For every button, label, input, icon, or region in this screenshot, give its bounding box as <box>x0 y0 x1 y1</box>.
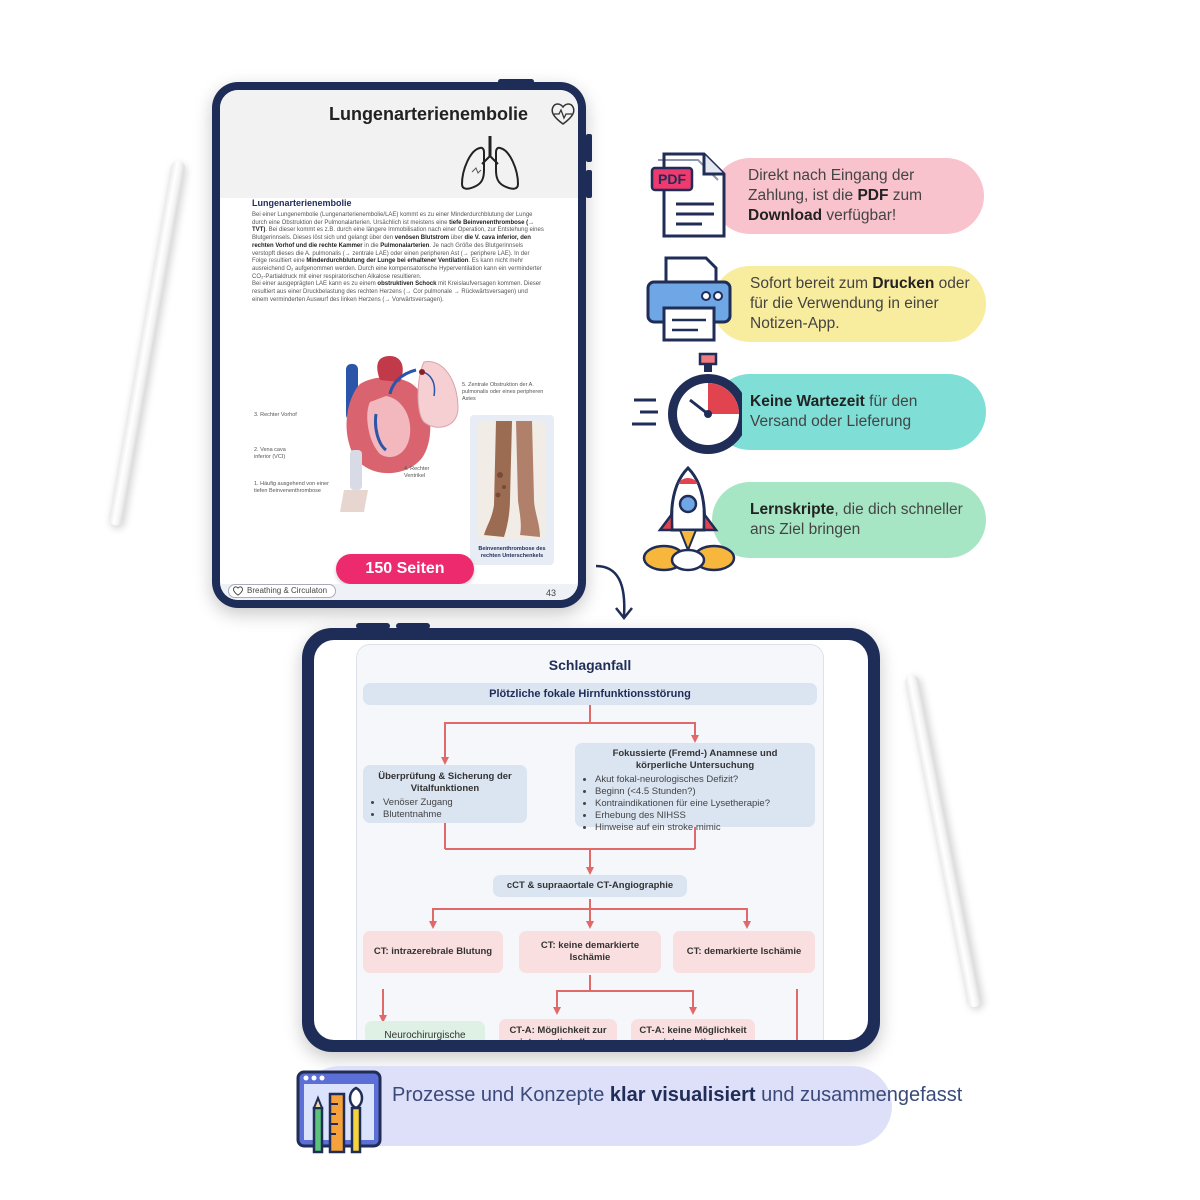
bottom-banner <box>300 1066 892 1146</box>
design-tools-icon <box>296 1070 382 1154</box>
list-item: Blutentnahme <box>383 809 527 821</box>
heart-pulse-icon <box>551 103 575 125</box>
stopwatch-icon <box>632 352 742 454</box>
tablet-screen: Lungenarterienembolie Lungenarterienembo… <box>220 90 578 600</box>
feature-pill-no-wait <box>712 374 986 450</box>
lungs-icon <box>460 136 520 190</box>
page-footer: Breathing & Circulaton 43 <box>220 584 578 600</box>
section-paragraph: Bei einer Lungenembolie (Lungenarteriene… <box>252 212 544 303</box>
list-item: Erhebung des NIHSS <box>595 810 815 822</box>
feature-pill-learning <box>712 482 986 558</box>
pages-count-badge: 150 Seiten <box>336 554 474 584</box>
box-keine-ischaemie: CT: keine demarkierte Ischämie <box>519 931 661 973</box>
flowchart-title: Schlaganfall <box>548 657 632 673</box>
box-vitalfunktionen: Überprüfung & Sicherung der Vitalfunktio… <box>363 765 527 823</box>
curved-arrow-icon <box>595 564 633 621</box>
tablet-button-side <box>586 170 592 198</box>
label-zentrale-obstruktion: 5. Zentrale Obstruktion der A. pulmonali… <box>462 382 544 402</box>
box-demarkierte-ischaemie: CT: demarkierte Ischämie <box>673 931 815 973</box>
tablet-button-top <box>396 623 430 629</box>
label-beinvenenthrombose: 1. Häufig ausgehend von einer tiefen Bei… <box>254 481 329 494</box>
tablet-button-top <box>498 79 534 84</box>
list-item: Beginn (<4.5 Stunden?) <box>595 786 815 798</box>
box-neurochirurgisch: Neurochirurgische <box>365 1021 485 1040</box>
feature-text-learning: Lernskripte, die dich schneller ans Ziel… <box>750 501 963 538</box>
list-anamnese: Akut fokal-neurologisches Defizit?Beginn… <box>575 774 815 834</box>
list-item: Hinweise auf ein stroke mimic <box>595 822 815 834</box>
list-item: Kontraindikationen für eine Lysetherapie… <box>595 798 815 810</box>
rocket-icon <box>642 465 736 572</box>
heart-anatomy-diagram <box>340 356 431 512</box>
box-hirnfunktionsstoerung: Plötzliche fokale Hirnfunktionsstörung <box>363 683 817 705</box>
pdf-document-icon: PDF <box>650 152 726 238</box>
box-interventionell-moeglich: CT-A: Möglichkeit zur interventionellen <box>499 1019 617 1040</box>
box-ct-angiographie: cCT & supraaortale CT-Angiographie <box>493 875 687 897</box>
tablet-lungenembolie: Lungenarterienembolie Lungenarterienembo… <box>212 79 592 608</box>
tablet-screen: Schlaganfall Plötzliche fokale Hirnfunkt… <box>314 640 868 1040</box>
feature-pill-download <box>712 158 984 234</box>
box-interventionell-nicht-moeglich: CT-A: keine Möglichkeit zur intervention… <box>631 1019 755 1040</box>
label-rechter-vorhof: 3. Rechter Vorhof <box>254 412 297 418</box>
lung-lobe-diagram <box>417 361 459 428</box>
section-heading: Lungenarterienembolie <box>252 198 352 208</box>
tablet-schlaganfall: Schlaganfall Plötzliche fokale Hirnfunkt… <box>302 623 880 1052</box>
leg-thrombosis-photo <box>470 415 554 565</box>
list-vitalfunktionen: Venöser ZugangBlutentnahme <box>363 797 527 821</box>
tablet-button-top <box>356 623 390 629</box>
box-anamnese: Fokussierte (Fremd-) Anamnese und körper… <box>575 743 815 833</box>
heart-pulse-icon <box>233 586 243 596</box>
page-number: 43 <box>545 588 556 598</box>
stylus-pen-left <box>107 159 187 527</box>
feature-text-no-wait: Keine Wartezeit für den Versand oder Lie… <box>750 393 918 430</box>
list-item: Venöser Zugang <box>383 797 527 809</box>
chapter-label: Breathing & Circulaton <box>247 586 328 595</box>
flowchart-card: Schlaganfall Plötzliche fokale Hirnfunkt… <box>356 644 824 1040</box>
label-rechter-ventrikel: 4. Rechter Ventrikel <box>404 466 430 479</box>
chapter-tag: Breathing & Circulaton <box>228 584 337 598</box>
feature-text-download: Direkt nach Eingang der Zahlung, ist die… <box>748 167 923 224</box>
photo-caption: Beinvenenthrombose des rechten Untersche… <box>478 546 546 559</box>
flowchart-connectors <box>379 705 798 1040</box>
box-intrazerebrale-blutung: CT: intrazerebrale Blutung <box>363 931 503 973</box>
page-title: Lungenarterienembolie <box>328 104 528 124</box>
page-header: Lungenarterienembolie <box>220 90 578 198</box>
stylus-pen-right <box>903 673 983 1009</box>
feature-text-print: Sofort bereit zum Drucken oder für die V… <box>750 275 970 332</box>
svg-text:PDF: PDF <box>658 171 686 187</box>
printer-icon <box>646 256 732 342</box>
label-vena-cava: 2. Vena cava inferior (VCI) <box>254 447 286 460</box>
feature-pill-print <box>712 266 986 342</box>
tablet-button-side <box>586 134 592 162</box>
list-item: Akut fokal-neurologisches Defizit? <box>595 774 815 786</box>
bottom-banner-text: Prozesse und Konzepte klar visualisiert … <box>392 1084 963 1106</box>
